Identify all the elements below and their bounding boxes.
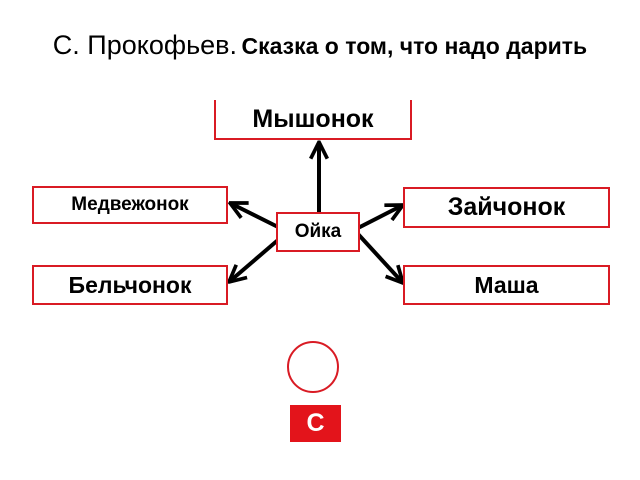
node-oyka-center: Ойка	[276, 212, 360, 252]
arrow-to-right-top	[357, 205, 403, 230]
node-zaychonok: Зайчонок	[403, 187, 610, 228]
node-belchonok: Бельчонок	[32, 265, 228, 305]
node-medvezhonok: Медвежонок	[32, 186, 228, 224]
arrow-to-left-top	[230, 203, 281, 230]
title-work: Сказка о том, что надо дарить	[241, 33, 588, 59]
circle-marker	[287, 341, 339, 393]
page-title: С. Прокофьев. Сказка о том, что надо дар…	[0, 28, 640, 67]
node-masha: Маша	[403, 265, 610, 305]
arrow-to-right-bottom	[356, 232, 403, 283]
letter-badge: С	[290, 405, 341, 442]
arrow-to-left-bottom	[229, 238, 280, 282]
title-author: С. Прокофьев.	[52, 30, 238, 60]
node-myshonok: Мышонок	[214, 100, 412, 140]
